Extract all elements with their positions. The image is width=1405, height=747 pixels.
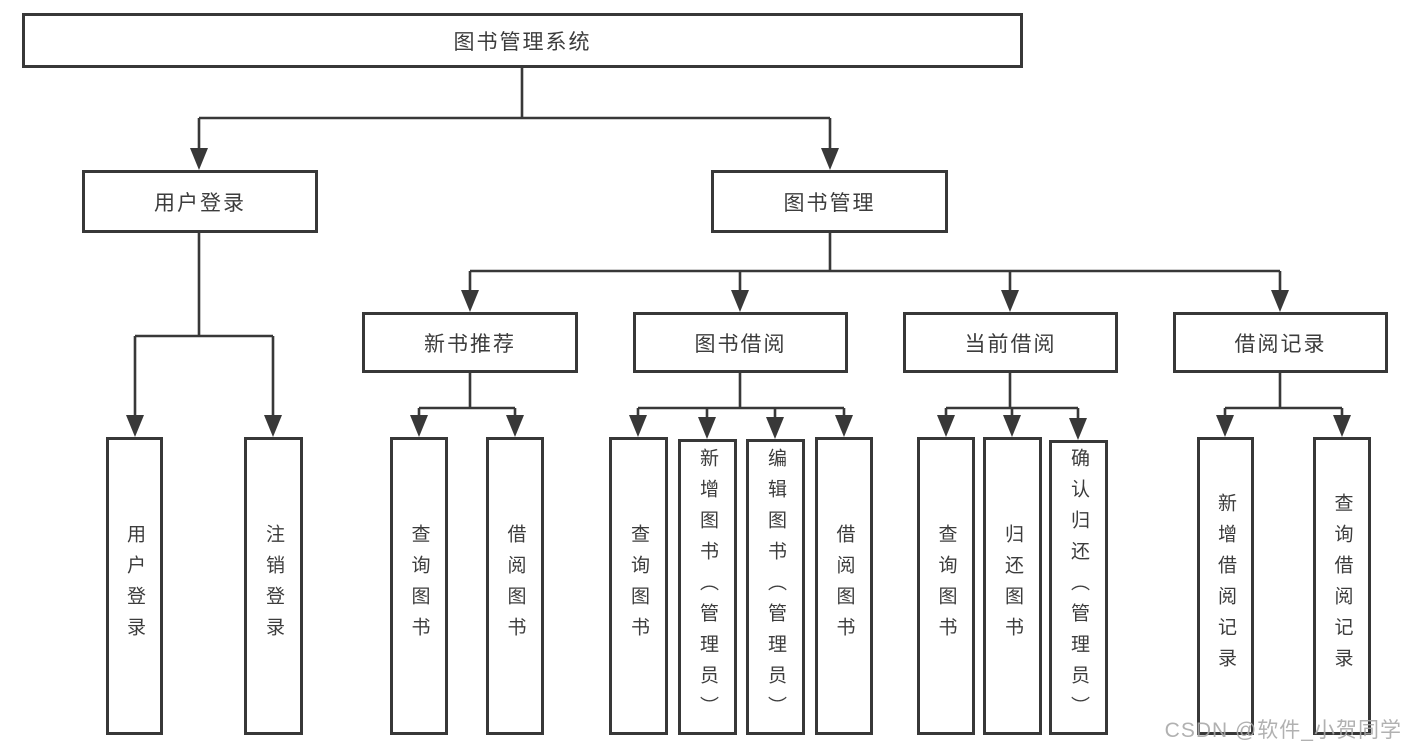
connector-user-login-to-leaves (133, 232, 275, 417)
node-leaf-return-book-label: 归还图书 (1002, 524, 1023, 648)
node-leaf-query-book-1: 查询图书 (390, 437, 448, 735)
node-borrow-record-label: 借阅记录 (1234, 332, 1327, 356)
node-leaf-add-book: 新增图书（管理员） (678, 439, 737, 735)
csdn-watermark: CSDN @软件_小贺同学 (1164, 719, 1402, 742)
connector-book-mgmt-to-level3 (468, 233, 1282, 293)
node-leaf-confirm-return-label: 确认归还（管理员） (1068, 448, 1089, 727)
arrowheads (126, 148, 1351, 440)
node-leaf-add-record: 新增借阅记录 (1197, 437, 1254, 735)
node-leaf-query-record: 查询借阅记录 (1313, 437, 1371, 735)
connector-root-to-level2 (197, 68, 832, 150)
node-root-label: 图书管理系统 (453, 30, 592, 54)
node-leaf-borrow-book-2: 借阅图书 (815, 437, 873, 735)
node-leaf-edit-book: 编辑图书（管理员） (746, 439, 805, 735)
node-leaf-query-book-2: 查询图书 (609, 437, 668, 735)
connector-book-borrow-to-leaves (636, 373, 846, 418)
node-leaf-query-book-3-label: 查询图书 (935, 524, 957, 648)
node-leaf-user-login: 用户登录 (106, 437, 163, 735)
connector-new-book-rec-to-leaves (417, 373, 517, 418)
node-leaf-return-book: 归还图书 (983, 437, 1042, 735)
node-leaf-borrow-book-1-label: 借阅图书 (504, 524, 526, 648)
connector-current-borrow-to-leaves (944, 373, 1080, 418)
node-leaf-add-book-label: 新增图书（管理员） (697, 447, 718, 727)
node-book-mgmt-label: 图书管理 (783, 191, 876, 215)
node-book-mgmt: 图书管理 (711, 170, 948, 233)
node-leaf-query-book-3: 查询图书 (917, 437, 975, 735)
node-leaf-borrow-book-2-label: 借阅图书 (833, 524, 855, 648)
node-new-book-rec-label: 新书推荐 (424, 332, 516, 356)
node-leaf-borrow-book-1: 借阅图书 (486, 437, 544, 735)
node-book-borrow: 图书借阅 (633, 312, 848, 373)
node-leaf-logout: 注销登录 (244, 437, 303, 735)
node-current-borrow-label: 当前借阅 (964, 332, 1057, 356)
node-root: 图书管理系统 (22, 13, 1023, 68)
node-leaf-query-book-1-label: 查询图书 (408, 524, 430, 648)
node-book-borrow-label: 图书借阅 (694, 332, 787, 356)
node-user-login-label: 用户登录 (154, 191, 246, 215)
node-borrow-record: 借阅记录 (1173, 312, 1388, 373)
node-leaf-query-record-label: 查询借阅记录 (1331, 493, 1353, 679)
connector-borrow-record-to-leaves (1223, 373, 1344, 418)
node-leaf-query-book-2-label: 查询图书 (628, 524, 649, 648)
node-leaf-confirm-return: 确认归还（管理员） (1049, 440, 1108, 735)
node-leaf-logout-label: 注销登录 (263, 524, 284, 648)
node-user-login: 用户登录 (82, 170, 318, 233)
node-leaf-user-login-label: 用户登录 (124, 524, 145, 648)
node-new-book-rec: 新书推荐 (362, 312, 578, 373)
node-current-borrow: 当前借阅 (903, 312, 1118, 373)
node-leaf-edit-book-label: 编辑图书（管理员） (765, 447, 786, 727)
node-leaf-add-record-label: 新增借阅记录 (1215, 493, 1236, 679)
